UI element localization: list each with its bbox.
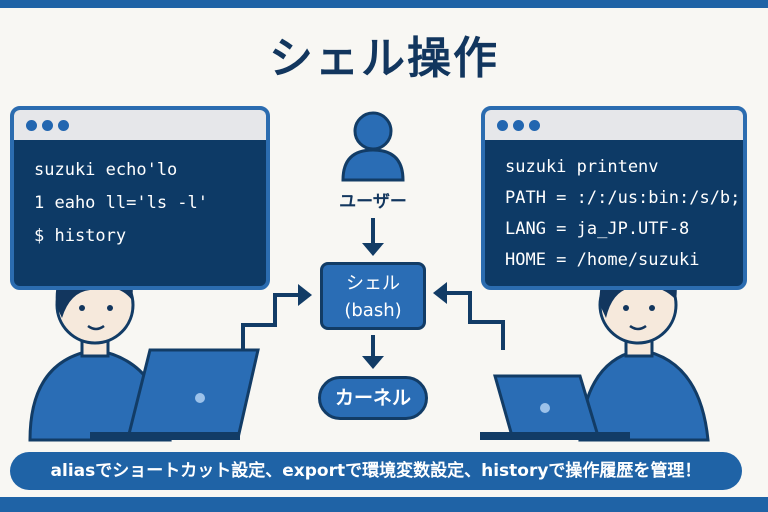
summary-banner: aliasでショートカット設定、exportで環境変数設定、historyで操作…: [10, 452, 742, 490]
terminal-line: suzuki echo'lo: [34, 160, 178, 180]
terminal-line: LANG = ja_JP.UTF-8: [505, 219, 690, 239]
terminal-line: 1 eaho ll='ls -l': [34, 193, 208, 213]
kernel-box: カーネル: [318, 376, 428, 420]
user-label: ユーザー: [339, 192, 407, 212]
arrows: [241, 218, 505, 358]
terminal-line: $ history: [34, 226, 127, 246]
terminal-titlebar: [14, 110, 266, 140]
terminal-titlebar: [485, 110, 743, 140]
window-dot-icon: [497, 119, 508, 131]
terminal-line: suzuki printenv: [505, 157, 659, 177]
shell-label: シェル: [346, 273, 400, 294]
shell-box: シェル (bash): [320, 262, 426, 330]
page-title: シェル操作: [269, 33, 499, 84]
terminal-line: PATH = :/:/us:bin:/s/b;: [505, 188, 741, 208]
left-terminal-window: suzuki echo'lo 1 eaho ll='ls -l' $ history: [10, 106, 270, 290]
bottom-band: [0, 497, 768, 512]
arrowheads: [298, 243, 447, 369]
window-dot-icon: [26, 119, 37, 131]
window-dot-icon: [58, 119, 69, 131]
window-dot-icon: [513, 119, 524, 131]
user-icon: [341, 111, 405, 182]
window-dot-icon: [42, 119, 53, 131]
terminal-line: HOME = /home/suzuki: [505, 250, 700, 270]
window-dot-icon: [529, 119, 540, 131]
top-band: [0, 0, 768, 8]
shell-sub-label: (bash): [344, 300, 402, 321]
